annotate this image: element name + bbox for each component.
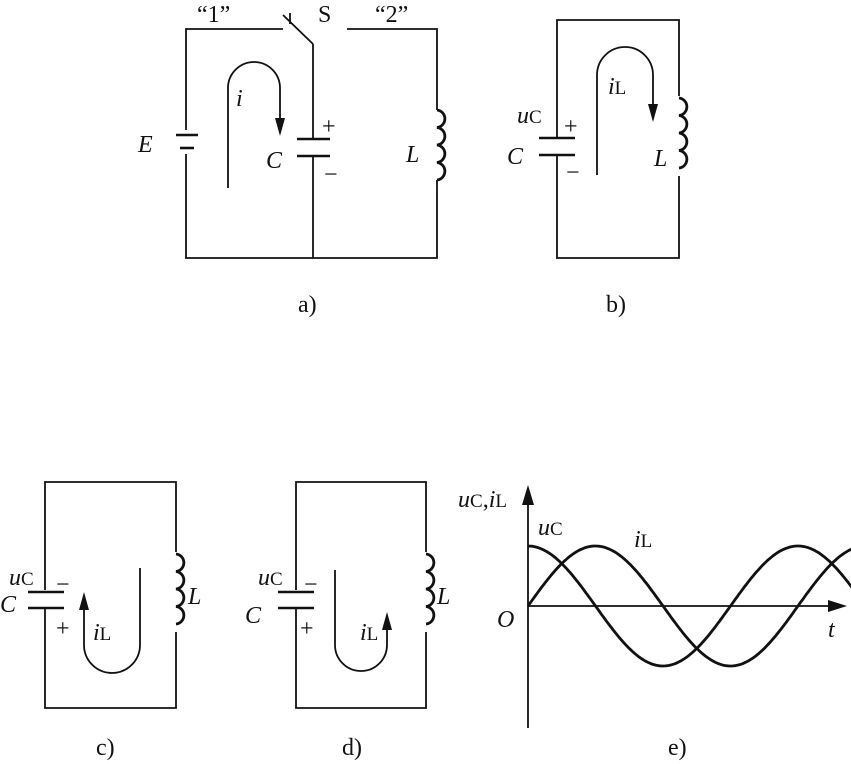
origin-label: O bbox=[497, 607, 514, 633]
il-curve-label: iL bbox=[634, 527, 652, 553]
voltage-label-uc-d: uC bbox=[258, 565, 283, 591]
voltage-label-uc-b: uC bbox=[517, 103, 542, 129]
switch-position-1-label: “1” bbox=[197, 2, 230, 28]
capacitor-bottom-sign-c: + bbox=[56, 616, 70, 642]
y-axis bbox=[522, 485, 534, 728]
il-sine-curve bbox=[526, 544, 851, 668]
current-label-il-b: iL bbox=[608, 74, 626, 100]
discharge-current-loop-c bbox=[79, 568, 141, 674]
current-label-il-c: iL bbox=[93, 620, 111, 646]
switch-position-2-label: “2” bbox=[375, 2, 408, 28]
inductor-l-a bbox=[432, 108, 447, 190]
uc-curve-label: uC bbox=[538, 515, 563, 541]
x-axis bbox=[528, 600, 847, 612]
charging-current-loop bbox=[227, 61, 285, 188]
capacitor-minus-sign-b: − bbox=[566, 160, 580, 186]
current-label-il-d: iL bbox=[360, 620, 378, 646]
panel-b-caption: b) bbox=[606, 292, 626, 318]
inductor-label-l-d: L bbox=[436, 584, 450, 610]
charging-current-loop-d bbox=[334, 570, 392, 672]
inductor-label-l-c: L bbox=[187, 584, 201, 610]
y-axis-label: uC,iL bbox=[458, 487, 507, 513]
inductor-l-d bbox=[421, 552, 436, 632]
capacitor-top-sign-d: − bbox=[304, 572, 318, 598]
x-axis-label: t bbox=[828, 617, 836, 643]
capacitor-label-c-b: C bbox=[507, 144, 524, 170]
current-label-i: i bbox=[236, 86, 243, 112]
panel-c: uC − C + iL L c) bbox=[0, 481, 201, 761]
uc-cosine-curve bbox=[527, 544, 851, 668]
capacitor-label-c-d: C bbox=[245, 603, 262, 629]
panel-d-caption: d) bbox=[342, 735, 362, 761]
switch-s bbox=[282, 13, 314, 45]
panel-e: uC,iL uC iL O t e) bbox=[458, 485, 851, 761]
capacitor-c-b bbox=[539, 136, 575, 157]
voltage-label-uc-c: uC bbox=[9, 565, 34, 591]
panel-e-caption: e) bbox=[668, 735, 687, 761]
capacitor-c-a bbox=[297, 137, 330, 158]
capacitor-bottom-sign-d: + bbox=[300, 616, 314, 642]
capacitor-label-c-c: C bbox=[0, 592, 17, 618]
capacitor-plus-sign-b: + bbox=[564, 114, 578, 140]
panel-a-caption: a) bbox=[298, 292, 317, 318]
switch-label-s: S bbox=[318, 2, 331, 28]
capacitor-top-sign-c: − bbox=[56, 572, 70, 598]
inductor-label-l: L bbox=[405, 142, 419, 168]
source-label-e: E bbox=[137, 132, 153, 158]
capacitor-label-c: C bbox=[266, 148, 283, 174]
capacitor-minus-sign: − bbox=[324, 162, 338, 188]
panel-c-caption: c) bbox=[96, 735, 115, 761]
inductor-l-b bbox=[674, 96, 689, 176]
inductor-l-c bbox=[171, 552, 186, 632]
panel-d: uC − C + iL L d) bbox=[245, 481, 450, 761]
panel-b: uC + C − iL L b) bbox=[507, 19, 689, 318]
discharge-current-loop-b bbox=[596, 46, 658, 175]
panel-a: “1” S “2” E i C + − L a) bbox=[137, 2, 447, 318]
capacitor-c-d bbox=[278, 590, 314, 610]
panel-a-wiring bbox=[185, 28, 438, 259]
capacitor-c-c bbox=[28, 590, 64, 610]
inductor-label-l-b: L bbox=[653, 146, 667, 172]
capacitor-plus-sign: + bbox=[322, 114, 336, 140]
battery-e bbox=[175, 130, 199, 154]
